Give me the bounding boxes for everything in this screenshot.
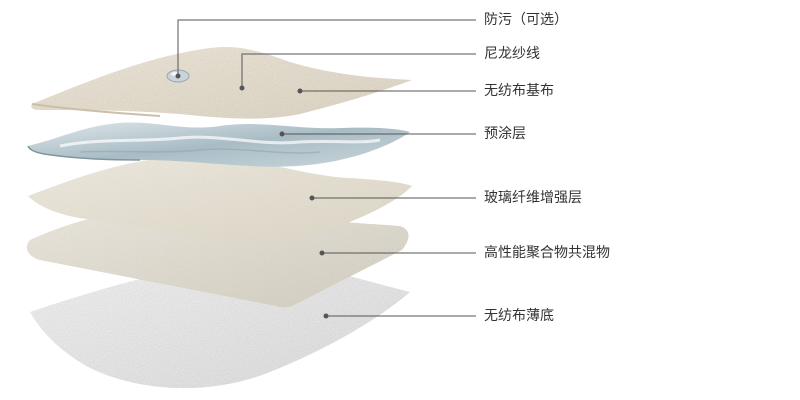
label-nonwoven-base: 无纺布基布 bbox=[484, 83, 554, 99]
label-stain-resistant: 防污（可选） bbox=[484, 12, 568, 28]
label-precoat: 预涂层 bbox=[484, 126, 526, 142]
precoat-layer bbox=[27, 122, 410, 167]
fiberglass-layer bbox=[28, 155, 412, 243]
label-nonwoven-backing: 无纺布薄底 bbox=[484, 308, 554, 324]
label-fiberglass: 玻璃纤维增强层 bbox=[484, 190, 582, 206]
carpet-face-layer bbox=[31, 46, 413, 119]
leader-nylon-yarn bbox=[241, 53, 476, 88]
label-polymer-blend: 高性能聚合物共混物 bbox=[484, 245, 610, 261]
label-nylon-yarn: 尼龙纱线 bbox=[484, 46, 540, 62]
leader-lines bbox=[175, 19, 476, 319]
leader-stain-resistant bbox=[177, 19, 476, 76]
